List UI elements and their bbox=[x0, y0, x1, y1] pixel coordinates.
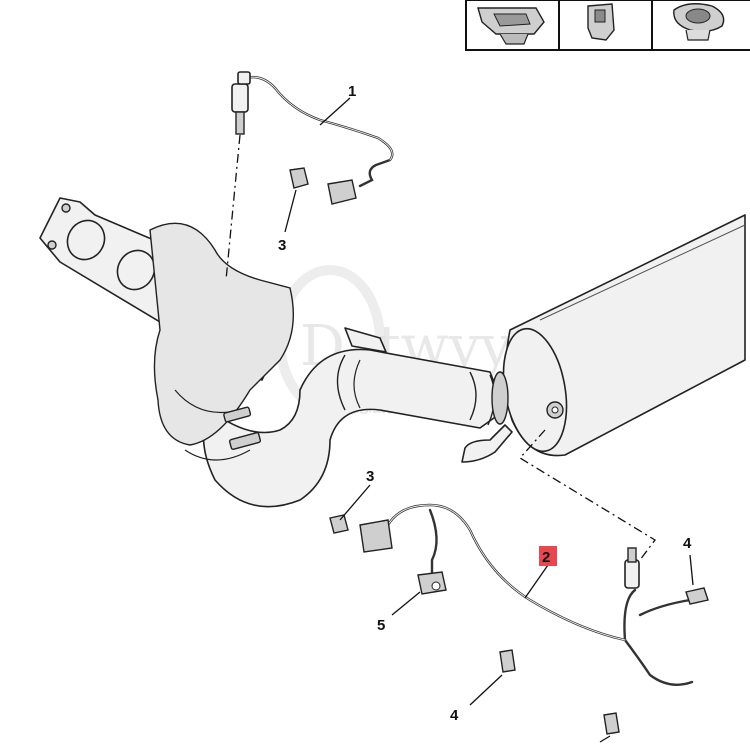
downstream-o2-sensor[interactable] bbox=[359, 503, 694, 686]
clip-thumbnail-icon[interactable] bbox=[477, 7, 545, 45]
leader-lines bbox=[284, 97, 694, 743]
exhaust-manifold[interactable] bbox=[39, 197, 295, 461]
clip-4-bottom[interactable] bbox=[603, 712, 620, 735]
callout-4-right[interactable]: 4 bbox=[683, 535, 692, 552]
callout-4-lower[interactable]: 4 bbox=[450, 707, 459, 724]
callout-3-upper[interactable]: 3 bbox=[278, 237, 286, 254]
sensor-2-connector bbox=[359, 519, 393, 553]
callout-1[interactable]: 1 bbox=[348, 83, 356, 100]
callout-2-highlight bbox=[539, 546, 557, 566]
callouts: 1 3 3 2 4 4 5 bbox=[278, 83, 692, 724]
clip-4-lower[interactable] bbox=[499, 649, 516, 673]
mount-line-1 bbox=[225, 134, 241, 281]
clip-3-upper[interactable] bbox=[289, 167, 309, 189]
upstream-o2-sensor[interactable] bbox=[231, 71, 394, 205]
sensor-1-body bbox=[231, 83, 249, 113]
catalytic-converter[interactable] bbox=[495, 214, 746, 457]
mount-line-2 bbox=[518, 429, 656, 561]
clip-4-right[interactable] bbox=[685, 587, 709, 605]
thumbnail-strip bbox=[465, 0, 750, 51]
callout-3-lower[interactable]: 3 bbox=[366, 468, 374, 485]
callout-2[interactable]: 2 bbox=[542, 549, 550, 566]
bracket-thumbnail-icon[interactable] bbox=[587, 3, 615, 41]
callout-5[interactable]: 5 bbox=[377, 617, 385, 634]
sensor-socket-thumbnail-icon[interactable] bbox=[673, 3, 725, 41]
clip-3-lower[interactable] bbox=[329, 514, 349, 534]
sensor-1-connector bbox=[327, 179, 357, 205]
sensor-2-body bbox=[624, 559, 640, 589]
clip-5[interactable] bbox=[417, 571, 447, 595]
exhaust-downpipe[interactable] bbox=[202, 327, 513, 508]
